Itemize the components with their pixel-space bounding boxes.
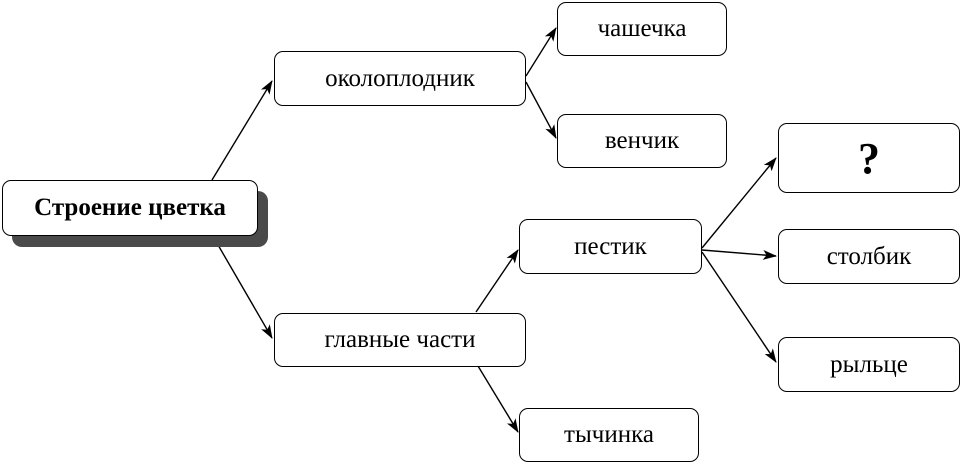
- node-venchik: венчик: [557, 114, 727, 168]
- edge-okoloplodnik-chashechka: [525, 27, 557, 77]
- edge-pestik-unknown: [701, 157, 777, 249]
- edge-pestik-stolbik: [701, 249, 777, 260]
- node-ryltse: рыльце: [778, 337, 960, 392]
- edge-root-okoloplodnik: [211, 80, 273, 181]
- node-tychinka: тычинка: [519, 408, 699, 462]
- root-node: Строение цветка: [2, 180, 258, 236]
- edge-okoloplodnik-venchik: [525, 81, 557, 139]
- edge-pestik-ryltse: [701, 251, 777, 363]
- edge-glavnye-pestik: [475, 249, 519, 313]
- edge-root-glavnye: [213, 237, 273, 339]
- node-okoloplodnik: околоплодник: [274, 51, 526, 106]
- node-pestik: пестик: [519, 219, 702, 274]
- node-unknown: ?: [778, 123, 960, 193]
- edge-glavnye-tychinka: [477, 365, 519, 433]
- node-chashechka: чашечка: [557, 2, 727, 56]
- node-stolbik: столбик: [778, 229, 960, 284]
- node-glavnye-chasti: главные части: [274, 313, 526, 367]
